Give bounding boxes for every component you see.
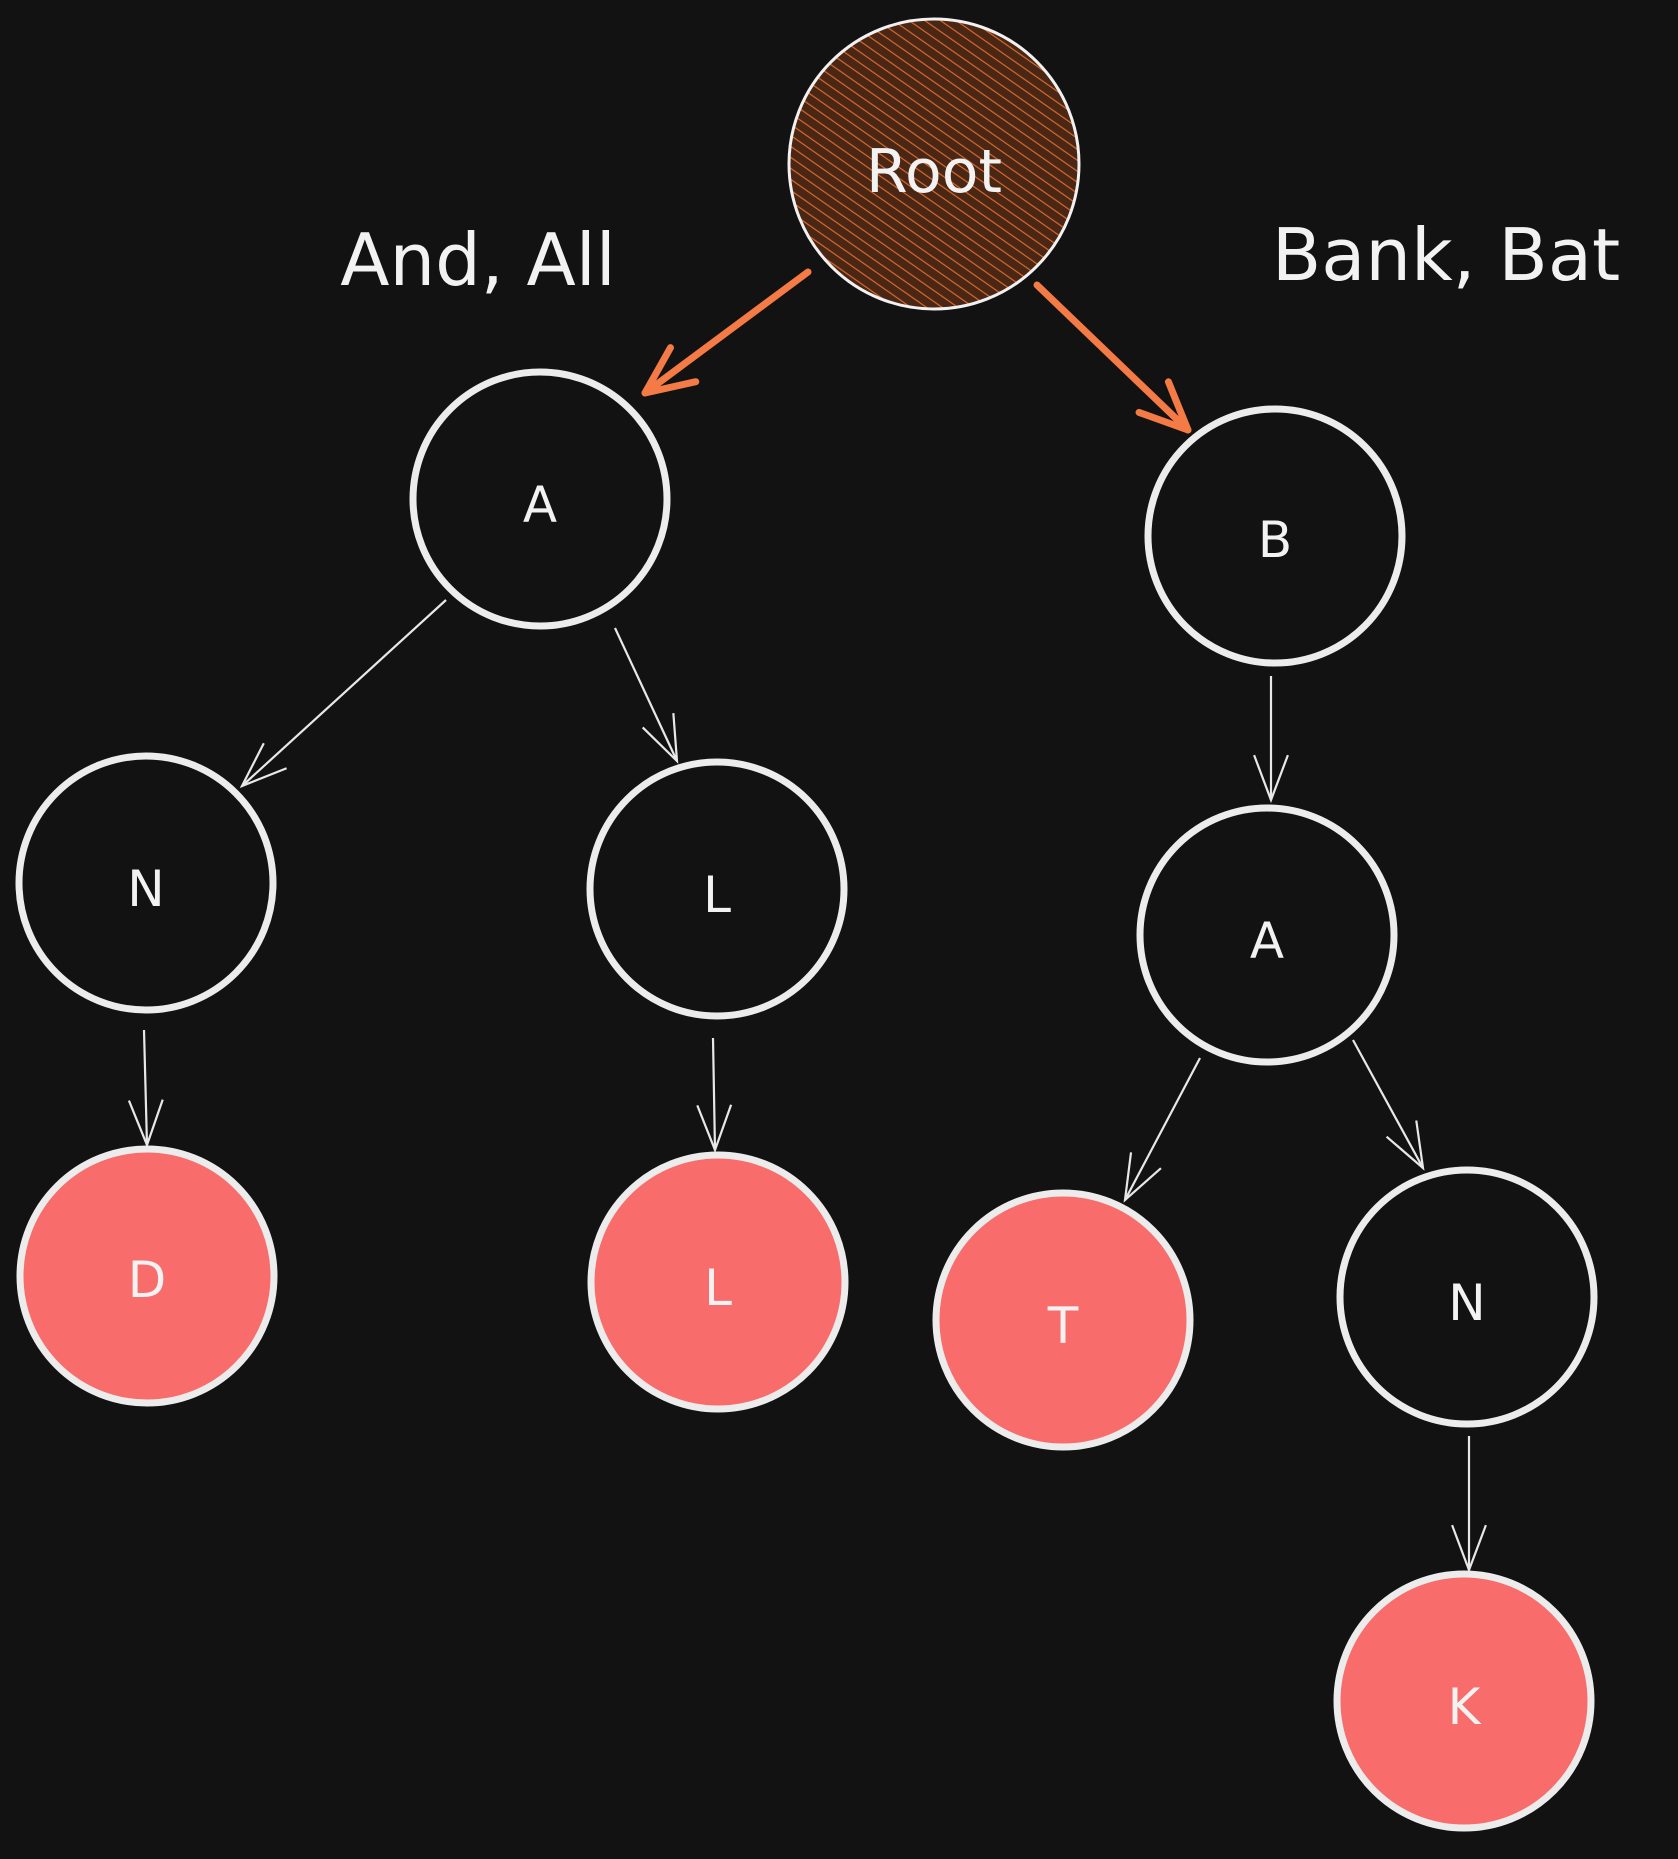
node-b-circle [1144, 405, 1406, 667]
edge-n-left-to-d-leaf-arrowhead [127, 1099, 164, 1149]
edge-n-left-to-d-leaf-line [142, 1029, 149, 1146]
edge-a-left-to-l-mid-line [614, 627, 678, 762]
edge-l-mid-to-l-leaf-arrowhead [696, 1104, 733, 1154]
root-label: Root [866, 137, 1002, 207]
node-n-right: N [1336, 1166, 1598, 1428]
edge-root-to-a-left-line [641, 268, 812, 397]
node-d-leaf-label: D [128, 1251, 167, 1309]
node-t-leaf-label: T [1047, 1297, 1079, 1355]
edge-a-left-to-l-mid [614, 627, 679, 764]
node-l-mid-circle [586, 758, 848, 1020]
edge-a-right-to-n-right-arrowhead [1385, 1120, 1425, 1171]
node-n-left-label: N [127, 860, 164, 918]
node-a-left-label: A [523, 476, 557, 534]
node-l-leaf-circle [587, 1151, 849, 1413]
edge-a-left-to-n-left [239, 599, 447, 789]
node-b-label: B [1258, 511, 1292, 569]
root-circle [787, 17, 1081, 311]
node-root: Root [787, 17, 1081, 311]
word-group-left-label: And, All [340, 218, 616, 302]
edge-root-to-b-line [1033, 281, 1192, 434]
edge-a-left-to-n-left-arrowhead [239, 742, 287, 789]
edge-a-left-to-n-left-line [241, 599, 447, 787]
edge-b-to-a-right [1253, 676, 1289, 804]
edge-l-mid-to-l-leaf [696, 1037, 733, 1154]
edge-b-to-a-right-arrowhead [1253, 754, 1289, 804]
edge-a-right-to-t-leaf-line [1124, 1057, 1201, 1201]
node-l-mid-label: L [703, 866, 731, 924]
node-a-left: A [409, 368, 671, 630]
node-n-left: N [15, 752, 277, 1014]
node-a-right-circle [1136, 804, 1398, 1066]
edge-a-right-to-n-right-line [1352, 1039, 1424, 1169]
node-k-leaf-circle [1333, 1570, 1595, 1832]
edge-n-left-to-d-leaf [127, 1029, 164, 1149]
edge-a-right-to-t-leaf-arrowhead [1123, 1152, 1162, 1203]
node-k-leaf: K [1333, 1570, 1595, 1832]
node-b: B [1144, 405, 1406, 667]
edge-root-to-a-left-arrowhead [641, 344, 700, 397]
word-group-right-label: Bank, Bat [1272, 213, 1620, 297]
edge-a-left-to-l-mid-arrowhead [641, 713, 679, 764]
node-n-right-label: N [1448, 1274, 1485, 1332]
node-a-right: A [1136, 804, 1398, 1066]
node-a-left-circle [409, 368, 671, 630]
edge-n-right-to-k-leaf [1451, 1436, 1487, 1574]
edge-n-right-to-k-leaf-arrowhead [1451, 1524, 1487, 1574]
node-t-leaf: T [932, 1189, 1194, 1451]
node-k-leaf-label: K [1448, 1678, 1482, 1736]
node-l-leaf-label: L [704, 1259, 732, 1317]
edge-a-right-to-n-right [1352, 1039, 1425, 1171]
node-a-right-label: A [1250, 912, 1284, 970]
node-d-leaf-circle [16, 1145, 278, 1407]
node-d-leaf: D [16, 1145, 278, 1407]
node-t-leaf-circle [932, 1189, 1194, 1451]
node-n-left-circle [15, 752, 277, 1014]
edge-a-right-to-t-leaf [1123, 1057, 1201, 1203]
edge-root-to-b-arrowhead [1135, 378, 1192, 434]
node-l-leaf: L [587, 1151, 849, 1413]
edge-root-to-a-left [641, 268, 812, 397]
node-n-right-circle [1336, 1166, 1598, 1428]
edges [127, 268, 1487, 1574]
edge-root-to-b [1033, 281, 1192, 434]
node-l-mid: L [586, 758, 848, 1020]
edge-l-mid-to-l-leaf-line [711, 1037, 717, 1151]
